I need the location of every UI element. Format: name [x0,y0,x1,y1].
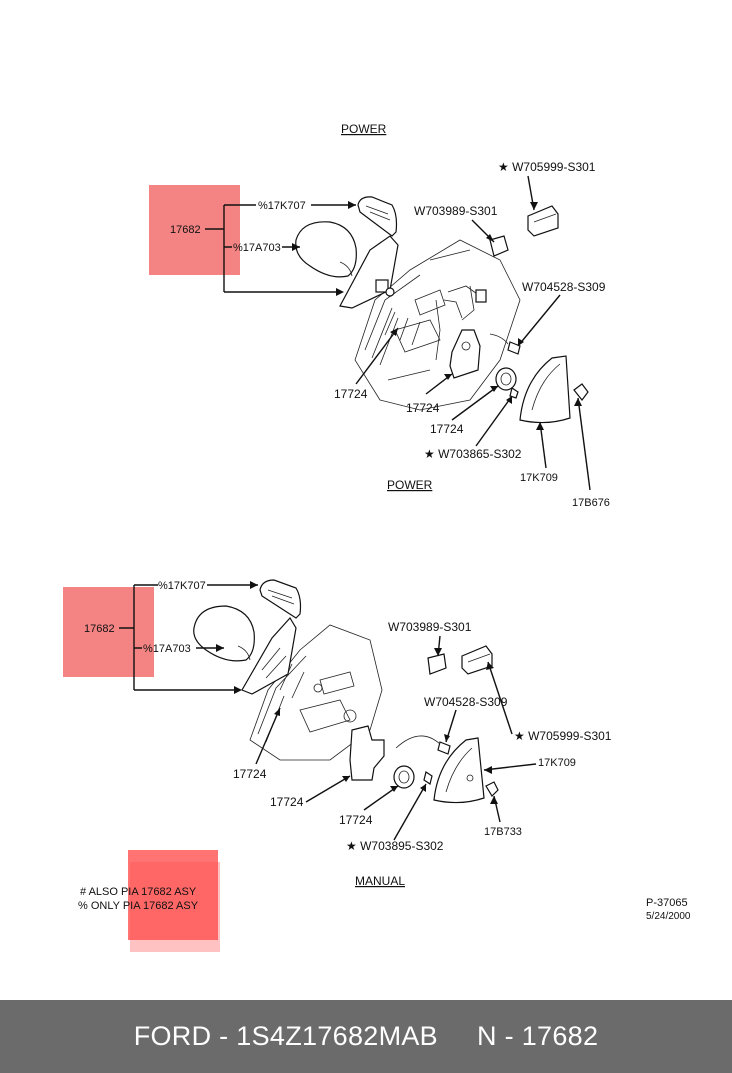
screw-cap-label: ★ W705999-S301 [498,160,596,174]
note-highlight [128,850,218,940]
screw-cap-part-manual [461,645,493,675]
retainer-label: 17B676 [572,497,610,509]
nut-label: W703989-S301 [414,204,498,218]
actuator-block [375,279,389,293]
parts-diagram: POWER [63,122,691,952]
mirror-housing-manual [193,605,255,662]
power-subtitle: POWER [387,478,433,492]
drawing-id: P-37065 [646,897,688,909]
bolt-part-manual [437,741,451,755]
nut-part-manual [427,653,447,675]
power-title: POWER [341,122,387,136]
footer-reference: N - 17682 [477,1021,599,1051]
footer-part-number: FORD - 1S4Z17682MAB [133,1021,438,1051]
motor-part-manual [349,725,385,781]
mirror-housing [295,221,357,278]
housing-label: %17A703 [233,242,281,254]
gasket-label-manual: 17724 [339,813,373,827]
motor-label: 17724 [406,401,440,415]
part-number-footer: FORD - 1S4Z17682MAB N - 17682 [0,1000,732,1073]
notes-block: # ALSO PIA 17682 ASY % ONLY PIA 17682 AS… [78,850,220,952]
screw-cap-part [527,205,559,237]
assembly-label-manual: 17682 [84,623,115,635]
screw-cap-label-manual: ★ W705999-S301 [514,729,612,743]
wire-harness [435,285,481,361]
footer-gap [438,1021,477,1052]
drawing-date: 5/24/2000 [646,911,691,922]
clip-label-manual: ★ W703895-S302 [346,839,444,853]
gasket-label: 17724 [430,422,464,436]
retainer-part [573,383,589,401]
assembly-highlight-manual [63,587,154,677]
clip-part-manual [423,771,433,785]
retainer-label-manual: 17B733 [484,826,522,838]
manual-title: MANUAL [355,874,405,888]
door-panel-drawing [354,239,521,411]
cover-label-manual: 17K709 [538,757,576,769]
harness-label: 17724 [334,387,368,401]
cover-label: 17K709 [520,472,558,484]
harness-label-manual: 17724 [233,767,267,781]
housing-label-manual: %17A703 [143,643,191,655]
gasket-part [495,367,517,391]
motor-part [449,329,481,379]
assembly-label: 17682 [170,224,201,236]
cover-part [519,355,571,424]
note-line-1: # ALSO PIA 17682 ASY [80,886,197,898]
motor-label-manual: 17724 [270,795,304,809]
nut-part [489,235,509,257]
retainer-part-manual [485,781,499,797]
assembly-highlight [149,185,240,275]
glass-label: %17K707 [258,200,306,212]
gasket-part-manual [393,765,415,789]
note-line-2: % ONLY PIA 17682 ASY [78,900,199,912]
power-section: POWER [149,122,610,509]
clip-label: ★ W703865-S302 [424,447,522,461]
bolt-label: W704528-S309 [522,280,606,294]
nut-label-manual: W703989-S301 [388,620,472,634]
manual-section: 17682 %17K707 %17A703 W703989-S301 W7045… [63,579,612,888]
glass-label-manual: %17K707 [158,580,206,592]
mirror-base-manual [241,616,297,695]
bolt-part [507,341,521,355]
bolt-label-manual: W704528-S309 [424,695,508,709]
cover-part-manual [433,737,485,804]
mirror-glass [357,196,398,237]
clip-part [509,387,519,399]
